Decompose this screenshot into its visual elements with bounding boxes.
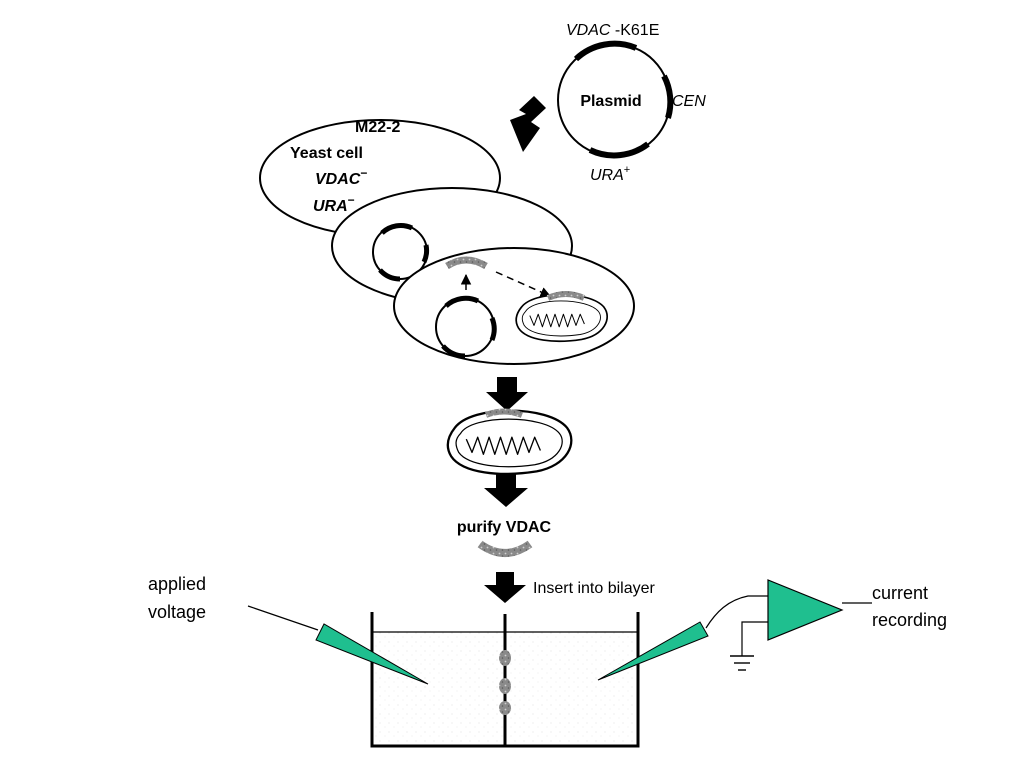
ura-segment — [588, 141, 650, 159]
current-recording-label-1: current — [872, 583, 928, 603]
expressed-vdac-band — [445, 256, 488, 270]
targeting-arrow — [495, 271, 551, 297]
yeast-cell-label: Yeast cell — [290, 145, 363, 162]
isolated-mitochondrion — [446, 409, 573, 476]
cen-label: CEN — [672, 93, 706, 110]
transformation-arrow — [510, 96, 546, 152]
down-arrow-3 — [484, 572, 526, 603]
bilayer-chamber — [370, 612, 640, 748]
plasmid-ura-label: URA+ — [590, 164, 630, 184]
current-recording-label-2: recording — [872, 610, 947, 630]
channel-2 — [499, 678, 511, 694]
recording-electrode — [597, 595, 768, 681]
applied-voltage-label-2: voltage — [148, 602, 206, 622]
plasmid-diagram: Plasmid VDAC -K61E CEN URA+ — [557, 22, 706, 184]
plasmid-gene-label: VDAC -K61E — [566, 22, 659, 39]
down-arrow-1 — [486, 377, 528, 411]
channel-1 — [499, 650, 511, 666]
vdac-genotype-label: VDAC− — [315, 166, 367, 188]
mitochondrion-in-cell — [515, 293, 609, 343]
strain-label: M22-2 — [355, 119, 400, 136]
cen-segment — [661, 74, 674, 119]
purified-vdac — [477, 540, 533, 557]
applied-voltage-electrode — [247, 605, 429, 685]
yeast-cell-3 — [393, 247, 635, 365]
amplifier — [730, 579, 872, 671]
channel-3 — [499, 701, 511, 715]
insert-step-label: Insert into bilayer — [533, 580, 656, 597]
purify-step-label: purify VDAC — [457, 519, 552, 536]
applied-voltage-label-1: applied — [148, 574, 206, 594]
ura-genotype-label: URA− — [313, 193, 355, 215]
vdac-gene-segment — [573, 40, 638, 62]
isolated-vdac-band — [484, 408, 524, 418]
amplifier-triangle — [767, 579, 844, 641]
plasmid-label: Plasmid — [580, 93, 641, 110]
down-arrow-2 — [484, 474, 528, 507]
